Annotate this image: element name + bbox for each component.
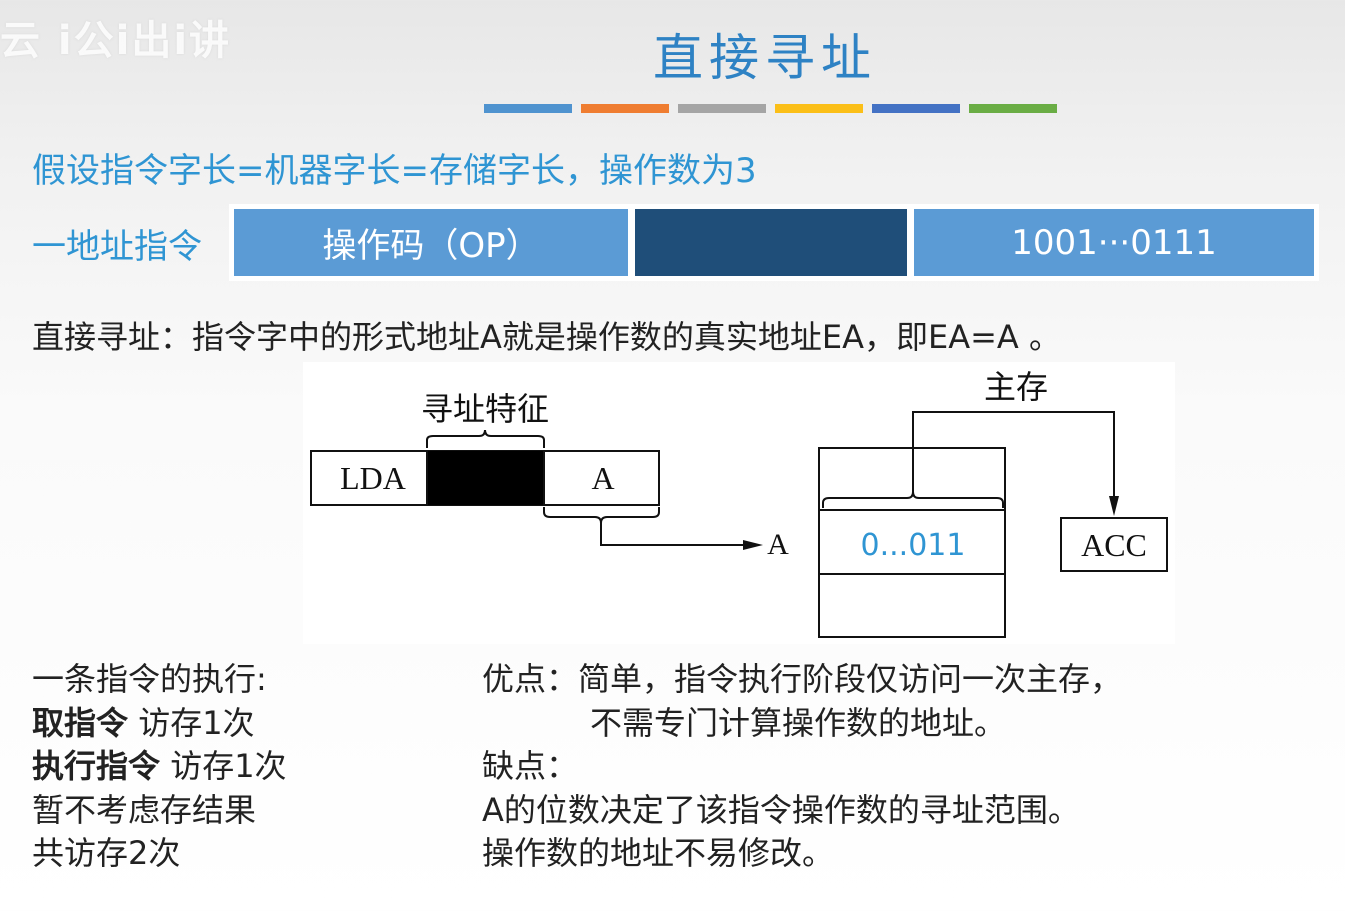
definition-text: 直接寻址：指令字中的形式地址A就是操作数的真实地址EA，即EA=A 。 (32, 318, 1061, 356)
pros-cons: 优点：简单，指令执行阶段仅访问一次主存， 不需专门计算操作数的地址。 缺点： A… (482, 658, 1122, 876)
diagram-svg: LDA A 寻址特征 A 0...011 主存 ACC (310, 368, 1168, 638)
assumption-text: 假设指令字长=机器字长=存储字长，操作数为3 (32, 151, 757, 191)
acc-label: ACC (1081, 527, 1147, 563)
arrow-target-label: A (767, 528, 789, 561)
mode-field-black (427, 451, 544, 505)
pros-line2: 不需专门计算操作数的地址。 (590, 703, 1007, 742)
instruction-format-bar: 操作码（OP） 1001···0111 (229, 204, 1319, 281)
cons-line1: A的位数决定了该指令操作数的寻址范围。 (482, 790, 1080, 829)
ignore-line: 暂不考虑存结果 (32, 790, 257, 829)
stripe-blue (484, 104, 572, 113)
opcode-field: 操作码（OP） (234, 209, 628, 276)
pros-line1: 优点：简单，指令执行阶段仅访问一次主存， (482, 660, 1123, 698)
page-title: 直接寻址 (653, 29, 877, 87)
address-field: 1001···0111 (914, 209, 1314, 276)
memory-cell-value: 0...011 (861, 528, 966, 563)
addressing-mode-field (635, 209, 907, 276)
mode-label: 寻址特征 (421, 390, 549, 428)
exec-bold: 执行指令 (32, 747, 161, 785)
exec-rest: 访存1次 (160, 747, 287, 785)
lda-label: LDA (340, 460, 406, 496)
stripe-green (969, 104, 1057, 113)
fetch-bold: 取指令 (32, 703, 129, 742)
watermark: 云 i公i出i讲 (0, 18, 232, 64)
execution-heading: 一条指令的执行: (32, 660, 267, 698)
acc-arrowhead (1109, 496, 1119, 516)
direct-addressing-diagram: LDA A 寻址特征 A 0...011 主存 ACC (303, 362, 1175, 644)
acc-arrow (912, 411, 1115, 500)
exec-line: 执行指令 访存1次 (32, 745, 287, 789)
a-arrow (600, 523, 753, 546)
stripe-yellow (775, 104, 863, 113)
cons-heading: 缺点： (482, 747, 579, 785)
fetch-rest: 访存1次 (128, 703, 255, 742)
fetch-line: 取指令 访存1次 (32, 702, 287, 746)
memory-label: 主存 (984, 368, 1048, 406)
total-line: 共访存2次 (32, 834, 181, 872)
cons-line2: 操作数的地址不易修改。 (482, 834, 835, 872)
a-arrowhead (743, 540, 763, 550)
stripe-orange (581, 104, 669, 113)
title-color-stripes (484, 104, 1057, 113)
a-brace (543, 507, 660, 524)
instruction-label: 一地址指令 (32, 227, 202, 267)
memory-box (818, 447, 1006, 638)
mode-brace (426, 429, 545, 448)
stripe-gray (678, 104, 766, 113)
acc-box (1060, 517, 1168, 572)
stripe-darkblue (872, 104, 960, 113)
execution-notes: 一条指令的执行: 取指令 访存1次 执行指令 访存1次 暂不考虑存结果 共访存2… (32, 658, 287, 876)
a-field-label: A (591, 460, 614, 496)
